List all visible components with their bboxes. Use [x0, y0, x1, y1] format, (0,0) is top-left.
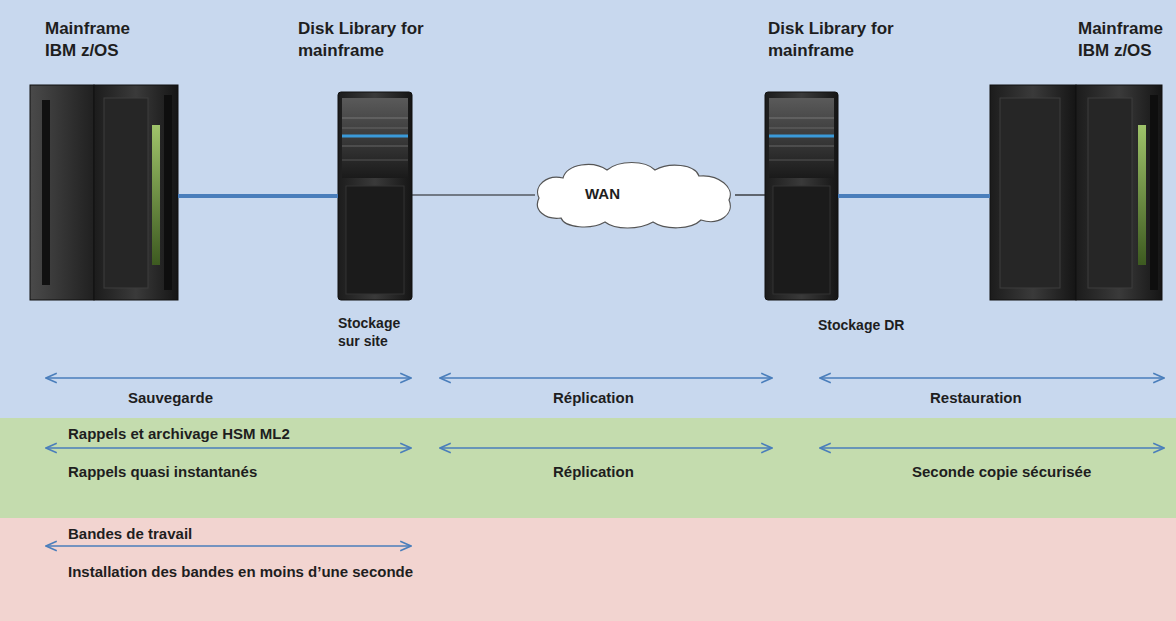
- link-line: [735, 194, 765, 195]
- storage-label: Stockage sur site: [338, 314, 422, 350]
- link-line: [838, 194, 990, 198]
- band: Rappels et archivage HSM ML2Rappels quas…: [0, 418, 1176, 518]
- band-heading: Rappels et archivage HSM ML2: [68, 424, 290, 444]
- span-label: Rappels quasi instantanés: [68, 462, 257, 482]
- band-heading: Bandes de travail: [68, 524, 192, 544]
- mainframe-illustration: [30, 85, 178, 300]
- band: Bandes de travailInstallation des bandes…: [0, 518, 1176, 621]
- device-heading: Disk Library for mainframe: [298, 18, 468, 62]
- link-line: [412, 194, 535, 195]
- span-arrow: [46, 378, 1164, 546]
- mainframe-illustration: [990, 85, 1162, 300]
- band-note: Installation des bandes en moins d’une s…: [68, 562, 413, 582]
- wan-cloud: WAN: [535, 160, 735, 230]
- link-line: [178, 194, 338, 198]
- span-label: Réplication: [553, 462, 634, 482]
- span-label: Réplication: [553, 388, 634, 408]
- span-label: Restauration: [930, 388, 1022, 408]
- span-label: Sauvegarde: [128, 388, 213, 408]
- device-heading: Mainframe IBM z/OS: [45, 18, 155, 62]
- span-label: Seconde copie sécurisée: [912, 462, 1091, 482]
- storage-label: Stockage DR: [818, 316, 904, 334]
- cloud-outline: [535, 160, 735, 230]
- disk-library-illustration: [338, 92, 412, 300]
- disk-library-illustration: [765, 92, 838, 300]
- device-heading: Disk Library for mainframe: [768, 18, 938, 62]
- device-heading: Mainframe IBM z/OS: [1078, 18, 1170, 62]
- network-label: WAN: [585, 184, 620, 204]
